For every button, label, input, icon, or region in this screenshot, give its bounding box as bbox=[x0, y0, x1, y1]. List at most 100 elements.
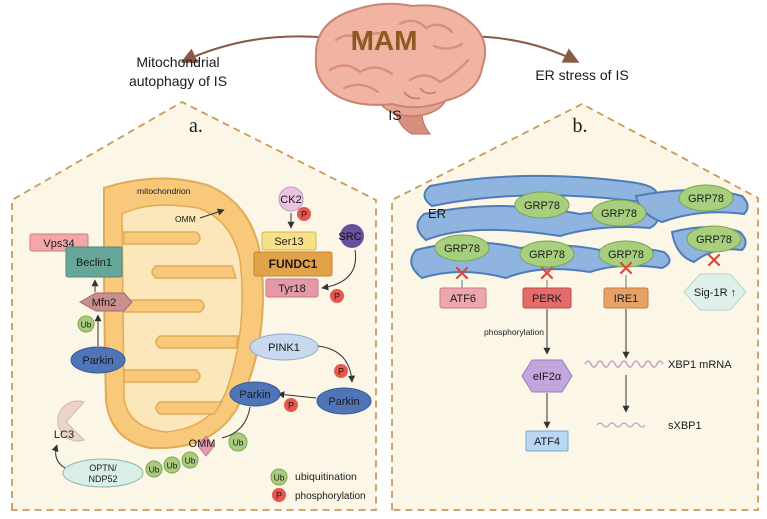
header: MAM Mitochondrial autophagy of IS ER str… bbox=[129, 2, 629, 135]
optn-line1: OPTN/ bbox=[89, 463, 117, 473]
legend-ub-icon bbox=[270, 468, 288, 486]
optn-to-lc3-arrow bbox=[51, 444, 66, 469]
brain-icon bbox=[314, 2, 486, 135]
ub-chain-1 bbox=[181, 451, 199, 469]
parkin-right-label: Parkin bbox=[328, 396, 359, 408]
grp78-label-6: GRP78 bbox=[608, 249, 644, 261]
grp78-node-4 bbox=[434, 234, 490, 262]
panel-a-letter: a. bbox=[189, 115, 203, 137]
grp78-label-3: GRP78 bbox=[688, 193, 724, 205]
pink1-node bbox=[249, 333, 319, 361]
parkin-node-center bbox=[229, 381, 281, 407]
inhibition-marks bbox=[455, 253, 721, 280]
mfn2-shape bbox=[78, 292, 133, 312]
panel-a: mitochondrion OMM CK2 P Ser13 FUNDC1 Tyr… bbox=[29, 177, 372, 502]
xbp1-mrna-strand bbox=[584, 360, 664, 368]
mfn2-label: Mfn2 bbox=[92, 297, 116, 309]
ub-chain-3 bbox=[145, 460, 163, 478]
eif2a-label: eIF2α bbox=[533, 371, 562, 383]
ub-chain-2 bbox=[163, 456, 181, 474]
center-label: IS bbox=[388, 107, 401, 123]
panel-b: ER GRP78 GRP78 GRP78 GRP78 GRP78 GRP78 G… bbox=[410, 174, 749, 452]
phospho-tyr18 bbox=[330, 289, 344, 303]
legend-p-symbol: P bbox=[276, 491, 282, 501]
lc3-label: LC3 bbox=[54, 429, 74, 441]
grp78-node-7 bbox=[686, 225, 742, 253]
perk-box bbox=[522, 287, 572, 309]
mitochondrion-label: mitochondrion bbox=[137, 186, 191, 196]
beclin1-label: Beclin1 bbox=[76, 257, 112, 269]
sxbp1-label: sXBP1 bbox=[668, 420, 702, 432]
phospho-ck2-label: P bbox=[301, 210, 307, 220]
src-label: SRC bbox=[338, 231, 361, 243]
src-node bbox=[340, 224, 364, 248]
grp78-label-4: GRP78 bbox=[444, 243, 480, 255]
phospho-pink1 bbox=[334, 364, 348, 378]
atf4-label: ATF4 bbox=[534, 436, 560, 448]
brain-label: MAM bbox=[351, 25, 418, 56]
phospho-tyr18-label: P bbox=[334, 292, 340, 302]
atf6-label: ATF6 bbox=[450, 293, 476, 305]
ire1-label: IRE1 bbox=[614, 293, 638, 305]
omm-top-arrow bbox=[199, 208, 225, 219]
panel-b-letter: b. bbox=[573, 115, 588, 137]
sig1r-shape bbox=[683, 273, 747, 311]
left-title-line1: Mitochondrial bbox=[136, 54, 219, 70]
eif2a-shape bbox=[521, 359, 573, 393]
ub-omm-label: Ub bbox=[233, 438, 244, 448]
ser13-label: Ser13 bbox=[274, 236, 303, 248]
parkin-node-right bbox=[316, 387, 372, 415]
grp78-label-2: GRP78 bbox=[601, 208, 637, 220]
grp78-node-1 bbox=[514, 191, 570, 219]
left-title-line2: autophagy of IS bbox=[129, 73, 227, 89]
ub-chain-3-label: Ub bbox=[149, 465, 160, 475]
atf6-box bbox=[439, 287, 487, 309]
ub-mfn2 bbox=[77, 315, 95, 333]
legend-ub-symbol: Ub bbox=[274, 473, 285, 483]
lc3-shape bbox=[57, 400, 85, 442]
legend-p-icon bbox=[272, 488, 286, 502]
ub-chain-2-label: Ub bbox=[167, 461, 178, 471]
grp78-label-1: GRP78 bbox=[524, 200, 560, 212]
src-arrow bbox=[321, 249, 357, 291]
optn-line2: NDP52 bbox=[88, 474, 117, 484]
ire1-box bbox=[603, 287, 649, 309]
arrow-to-left-panel bbox=[180, 35, 331, 64]
parkin-left-label: Parkin bbox=[82, 355, 113, 367]
right-title: ER stress of IS bbox=[535, 67, 628, 83]
grp78-node-5 bbox=[519, 240, 575, 268]
grp78-label-7: GRP78 bbox=[696, 234, 732, 246]
parkin-to-omm-line bbox=[221, 406, 251, 439]
tyr18-box bbox=[265, 278, 319, 298]
grp78-node-2 bbox=[591, 199, 647, 227]
pink1-label: PINK1 bbox=[268, 342, 300, 354]
sig1r-label: Sig-1R ↑ bbox=[694, 287, 736, 299]
tyr18-label: Tyr18 bbox=[278, 283, 306, 295]
ser13-box bbox=[261, 231, 317, 251]
er-label: ER bbox=[428, 206, 446, 221]
legend-p-text: phosphorylation bbox=[295, 491, 366, 502]
omm-top-label: OMM bbox=[175, 214, 196, 224]
phospho-parkin bbox=[284, 398, 298, 412]
fundc1-box bbox=[253, 251, 333, 277]
ck2-label: CK2 bbox=[280, 194, 301, 206]
parkin-recruit-arrow bbox=[277, 391, 317, 399]
atf4-box bbox=[525, 430, 569, 452]
beclin1-box bbox=[65, 246, 123, 278]
fundc1-label: FUNDC1 bbox=[269, 257, 318, 271]
ub-omm bbox=[228, 432, 248, 452]
sxbp1-strand bbox=[596, 422, 646, 428]
phospho-pink1-label: P bbox=[338, 367, 344, 377]
grp78-node-3 bbox=[678, 184, 734, 212]
omm-bottom-marker bbox=[197, 435, 215, 457]
pink1-arrow bbox=[317, 345, 356, 383]
ub-chain-1-label: Ub bbox=[185, 456, 196, 466]
sensor-stems bbox=[461, 275, 627, 288]
parkin-node-left bbox=[70, 346, 126, 374]
ub-mfn2-label: Ub bbox=[81, 320, 92, 330]
xbp1-mrna-label: XBP1 mRNA bbox=[668, 359, 732, 371]
parkin-center-label: Parkin bbox=[239, 389, 270, 401]
phosphorylation-label: phosphorylation bbox=[484, 327, 544, 337]
